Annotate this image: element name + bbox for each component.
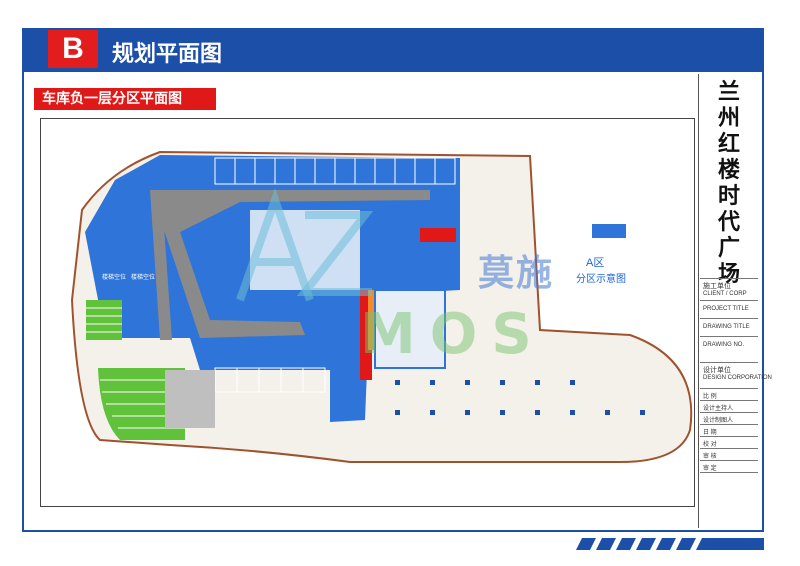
orange-wall bbox=[368, 290, 374, 350]
tb-design-unit-en: DESIGN CORPORATION bbox=[703, 375, 772, 381]
tb-design-unit: 设计单位 bbox=[703, 367, 731, 374]
header-title: 规划平面图 bbox=[112, 42, 223, 67]
stair-label-2: 楼梯空位 bbox=[131, 275, 156, 281]
tb-drawing-no: DRAWING NO. bbox=[703, 342, 745, 348]
header-bar bbox=[22, 28, 764, 70]
green-hatch-zone-1 bbox=[86, 300, 122, 340]
tb-drawing-title: DRAWING TITLE bbox=[703, 324, 750, 330]
watermark-logo bbox=[236, 187, 314, 302]
tb-construction-unit: 施工单位 bbox=[703, 283, 731, 290]
drawing-frame bbox=[40, 118, 695, 507]
project-name: 兰州红楼时代广场 bbox=[717, 80, 740, 287]
tb-drafter: 设计制图人 bbox=[703, 418, 734, 424]
footer-stripe bbox=[576, 538, 764, 550]
tb-approver: 审 定 bbox=[703, 466, 717, 472]
zone-legend-swatch bbox=[592, 224, 626, 238]
stall-row-top bbox=[214, 157, 456, 185]
gray-block bbox=[165, 370, 215, 428]
sub-title: 车库负一层分区平面图 bbox=[34, 88, 216, 110]
watermark-en: MOS bbox=[360, 302, 546, 367]
tb-construction-unit-en: CLIENT / CORP bbox=[703, 291, 747, 297]
core-area bbox=[374, 289, 446, 369]
ramp-left bbox=[150, 190, 172, 340]
tb-scale: 比 例 bbox=[703, 394, 717, 400]
tb-reviewer: 审 核 bbox=[703, 454, 717, 460]
watermark-cn: 莫施 bbox=[478, 253, 555, 294]
stair-label-1: 楼梯空位 bbox=[102, 275, 127, 281]
header-badge: B bbox=[48, 30, 98, 68]
tb-project-title: PROJECT TITLE bbox=[703, 306, 749, 312]
ramp-loop bbox=[150, 190, 430, 338]
zone-caption: 分区示意图 bbox=[576, 274, 626, 285]
zone-label: A区 bbox=[586, 257, 605, 269]
column-grid bbox=[395, 380, 645, 415]
tb-checker: 校 对 bbox=[703, 442, 717, 448]
green-hatch-zone-2 bbox=[98, 368, 185, 440]
tb-designer: 设计主持人 bbox=[703, 406, 734, 412]
tb-date: 日 期 bbox=[703, 430, 717, 436]
title-block bbox=[698, 74, 761, 528]
red-wall-1 bbox=[420, 228, 456, 242]
